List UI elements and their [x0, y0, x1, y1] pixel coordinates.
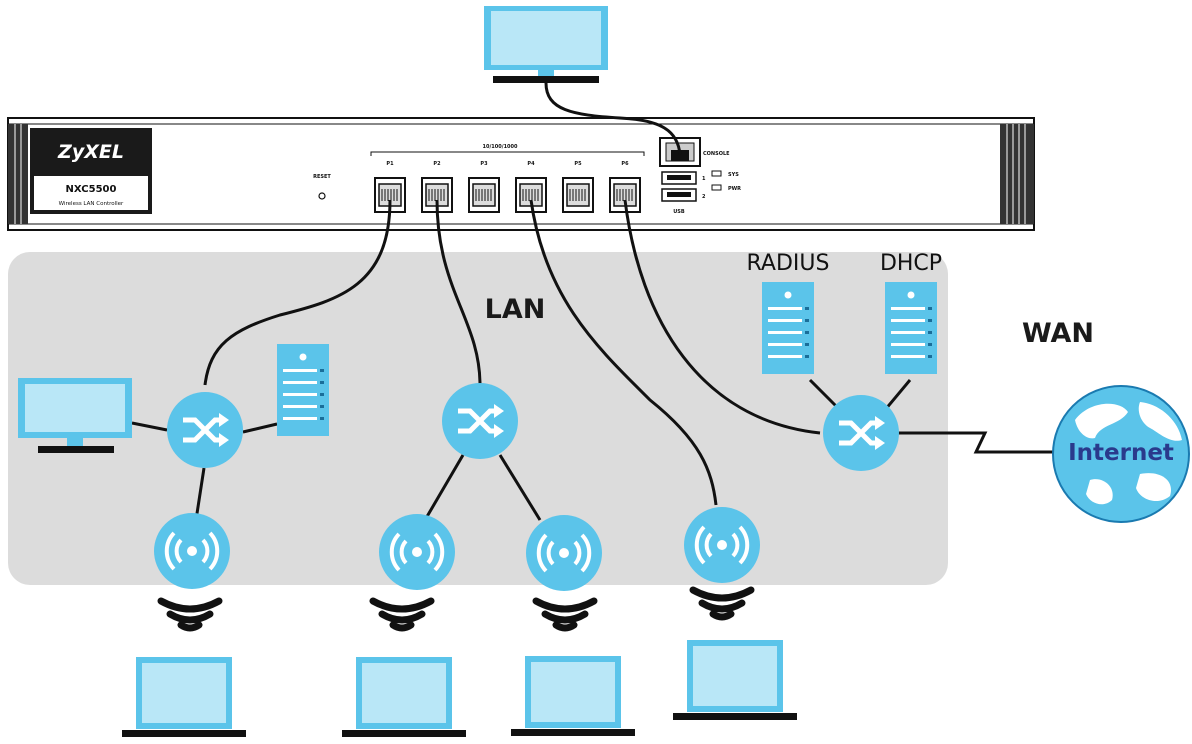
switch-wan-icon: [823, 395, 899, 471]
port-label-p2: P2: [433, 161, 441, 167]
usb-ports[interactable]: [661, 171, 697, 202]
access-point-1-icon: [152, 511, 232, 591]
port-label-p3: P3: [480, 161, 488, 167]
pwr-led: [711, 184, 722, 191]
access-point-4-icon: [682, 505, 762, 585]
usb-number-1: 1: [702, 176, 706, 182]
port-p3[interactable]: [468, 177, 500, 213]
reset-label: RESET: [313, 174, 331, 180]
port-labels: P1 P2 P3 P4 P5 P6: [386, 161, 629, 167]
wifi-signal-2-icon: [373, 601, 431, 628]
sys-label: SYS: [728, 172, 739, 178]
laptop-4-icon: [673, 640, 797, 720]
right-vent: [1000, 124, 1034, 224]
cable-p2: [435, 199, 482, 386]
port-label-p1: P1: [386, 161, 394, 167]
wifi-signal-4-icon: [693, 590, 751, 617]
lan-monitor-icon: [18, 378, 132, 453]
cable-p4: [529, 199, 718, 506]
laptop-3-icon: [511, 656, 635, 736]
laptop-2-icon: [342, 657, 466, 737]
cables: [131, 82, 1055, 521]
wifi-signal-1-icon: [161, 601, 219, 628]
lan-server-icon: [277, 344, 329, 436]
model-subtitle: Wireless LAN Controller: [59, 201, 124, 207]
console-cable: [544, 82, 682, 156]
brand-logo: ZyXEL: [57, 141, 124, 163]
reset-button[interactable]: [318, 192, 326, 200]
access-point-3-icon: [524, 513, 604, 593]
laptop-1-icon: [122, 657, 246, 737]
cable-p6: [623, 199, 821, 435]
port-label-p6: P6: [621, 161, 629, 167]
usb-number-2: 2: [702, 194, 706, 200]
access-point-2-icon: [377, 512, 457, 592]
pwr-label: PWR: [728, 186, 741, 192]
lan-label: LAN: [485, 294, 546, 325]
port-p5[interactable]: [562, 177, 594, 213]
switch-left-icon: [167, 392, 243, 468]
internet-globe-icon: Internet: [1052, 385, 1190, 523]
port-label-p5: P5: [574, 161, 582, 167]
speed-label: 10/100/1000: [483, 144, 518, 150]
radius-label: RADIUS: [747, 251, 830, 276]
radius-server-icon: [762, 282, 814, 374]
dhcp-server-icon: [885, 282, 937, 374]
wan-label: WAN: [1022, 318, 1094, 349]
switch-center-icon: [442, 383, 518, 459]
left-vent: [8, 124, 28, 224]
model-label: NXC5500: [66, 184, 117, 195]
port-label-p4: P4: [527, 161, 535, 167]
console-label: CONSOLE: [703, 151, 730, 157]
console-monitor-icon: [484, 6, 608, 83]
usb-label: USB: [673, 209, 685, 215]
internet-label: Internet: [1068, 440, 1174, 466]
sys-led: [711, 170, 722, 177]
dhcp-label: DHCP: [880, 251, 942, 276]
wan-link: [898, 431, 1055, 454]
cable-p1: [203, 199, 392, 386]
controller-device: ZyXEL NXC5500 Wireless LAN Controller RE…: [7, 117, 1035, 231]
wifi-signal-3-icon: [536, 601, 594, 628]
